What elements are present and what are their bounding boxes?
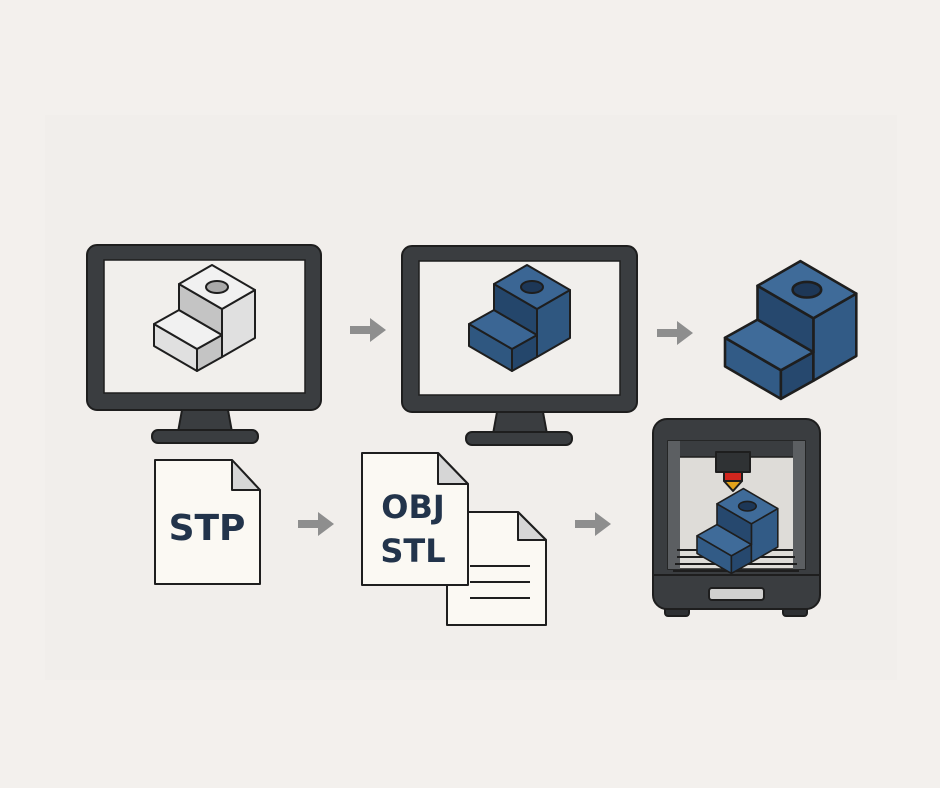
obj-file-label: OBJ xyxy=(381,488,445,526)
monitor-mesh xyxy=(401,245,638,446)
3d-printer-icon xyxy=(652,418,821,617)
export-files-icon: OBJ STL xyxy=(361,452,547,626)
monitor-cad xyxy=(86,244,322,444)
stp-file-icon: STP xyxy=(154,459,261,585)
nozzle-icon xyxy=(723,480,743,492)
printer-display-slot xyxy=(708,587,765,601)
print-head-icon xyxy=(715,451,751,473)
stl-file-label: STL xyxy=(380,532,445,570)
stp-file-label: STP xyxy=(169,508,246,549)
